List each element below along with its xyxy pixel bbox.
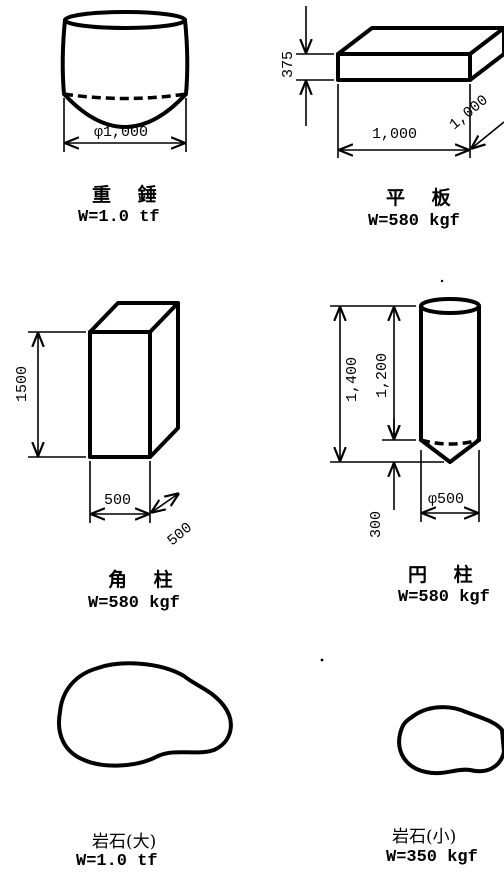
cylinder-total-height-label: 1,400 [344, 357, 361, 402]
prism-width-label: 500 [104, 492, 131, 509]
plate-thickness-label: 375 [280, 51, 297, 78]
plate-width-label: 1,000 [372, 126, 417, 143]
cylinder-drawing: 1,400 1,200 300 φ500 [330, 297, 481, 538]
hammer-caption: 重 錘 [92, 184, 167, 206]
hammer-diameter-label: φ1,000 [94, 124, 148, 141]
cylinder-caption: 円 柱 [408, 564, 483, 586]
plate-caption: 平 板 [386, 187, 461, 209]
rock-large-caption: 岩石(大) [92, 832, 157, 852]
plate-drawing: 375 1,000 1,000 [280, 6, 504, 158]
hammer-drawing: φ1,000 [60, 10, 190, 152]
hammer-weight: W=1.0 tf [78, 208, 160, 227]
rock-small-caption: 岩石(小) [392, 827, 457, 847]
plate-depth-label: 1,000 [446, 92, 491, 134]
cylinder-tip-height-label: 300 [368, 511, 385, 538]
prism-height-label: 1500 [14, 366, 31, 402]
prism-depth-label: 500 [164, 519, 196, 549]
cylinder-weight: W=580 kgf [398, 588, 490, 607]
plate-weight: W=580 kgf [368, 212, 460, 231]
rock-small-outline [397, 705, 504, 776]
cylinder-diameter-label: φ500 [428, 491, 464, 508]
cylinder-body-height-label: 1,200 [374, 353, 391, 398]
prism-drawing: 1500 500 500 [14, 301, 196, 550]
rock-small-weight: W=350 kgf [386, 848, 478, 867]
prism-weight: W=580 kgf [88, 594, 180, 613]
rock-large-outline [57, 661, 233, 768]
prism-caption: 角 柱 [108, 569, 183, 591]
rock-large-weight: W=1.0 tf [76, 852, 158, 871]
